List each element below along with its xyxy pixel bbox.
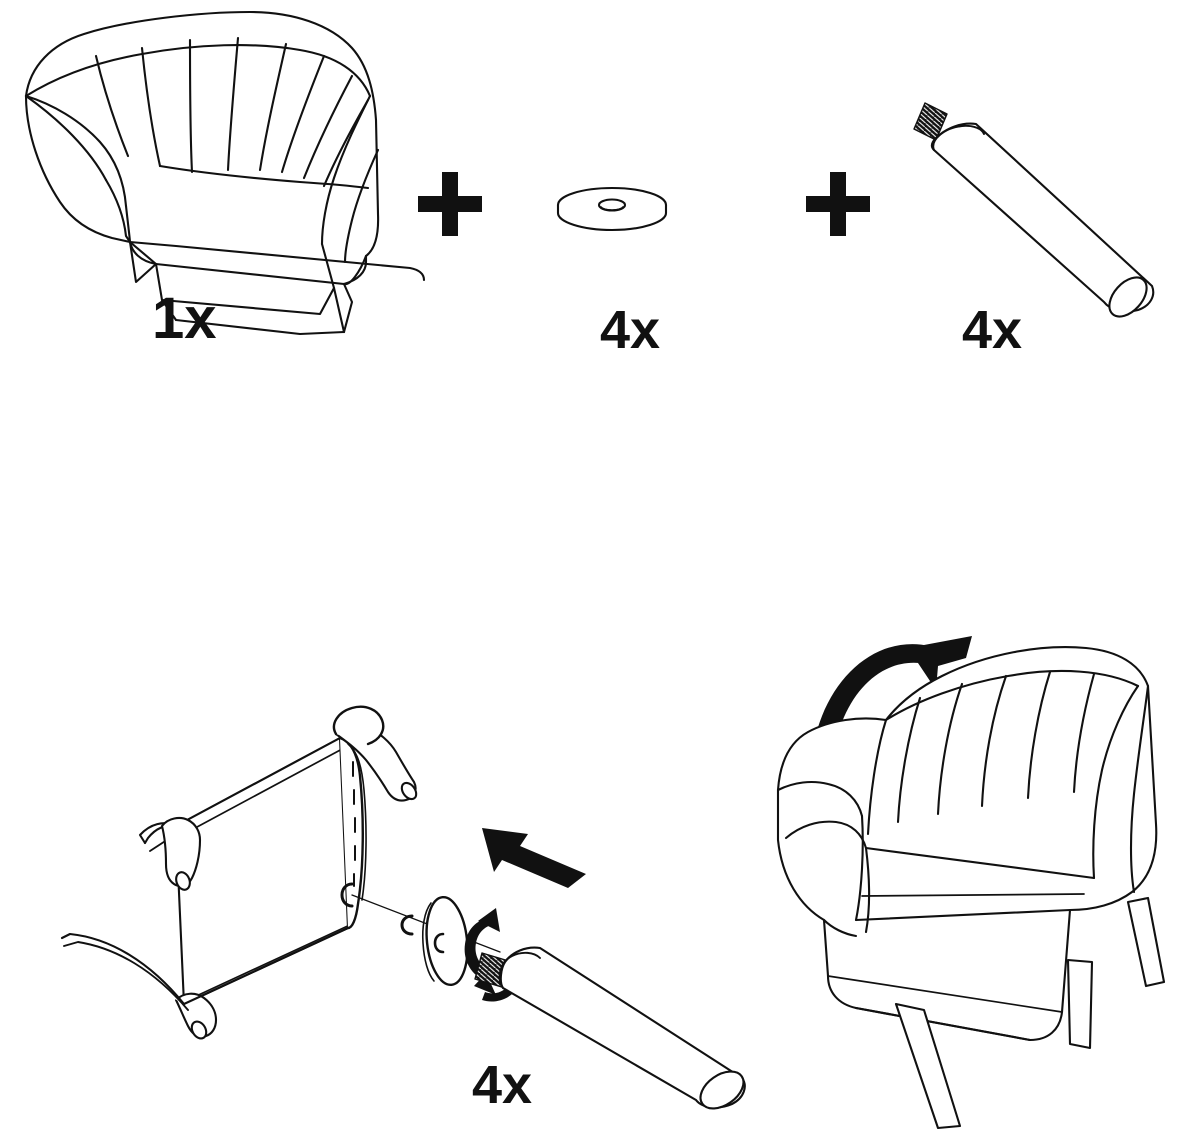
washer-disc-illustration [556,186,668,232]
quantity-label-washer: 4x [600,300,661,360]
curved-rotation-arrow-icon [808,636,972,890]
plus-sign-icon-1 [418,172,482,236]
chair-legs [894,896,1166,1130]
quantity-label-step-attach-legs: 4x [472,1055,533,1115]
quantity-label-chair: 1x [152,286,217,351]
step-washer [421,895,469,987]
finished-armchair-illustration [776,636,1166,1130]
straight-arrow-icon [482,828,586,888]
step-leg [474,946,746,1110]
tapered-leg-illustration [913,102,1155,318]
armchair-body-illustration [24,10,426,336]
plus-sign-icon-2 [806,172,870,236]
quantity-label-leg: 4x [962,300,1023,360]
chair-frame-underside-illustration [60,705,746,1110]
